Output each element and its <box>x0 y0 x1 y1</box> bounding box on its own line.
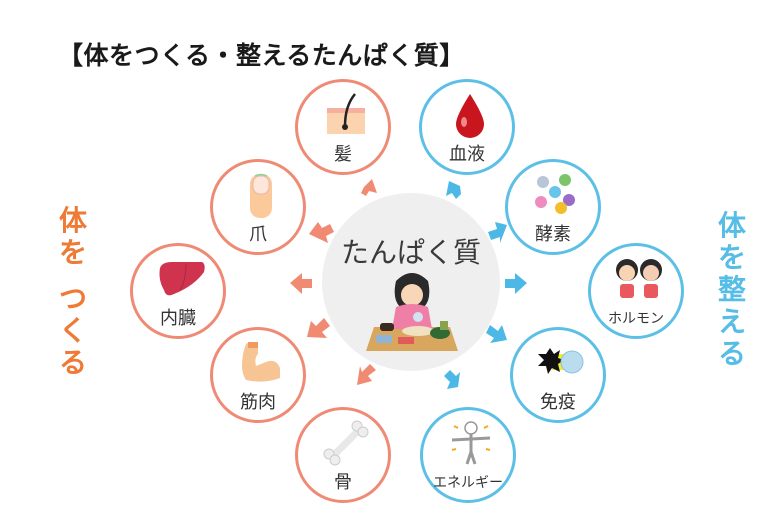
node-nail: 爪 <box>210 159 306 255</box>
node-label: 骨 <box>334 472 352 493</box>
label-char: 体 <box>717 209 746 242</box>
energetic-person-icon <box>451 421 491 465</box>
adjust-body-label: 体 を 整 え る <box>714 210 750 370</box>
node-hair: 髪 <box>295 79 391 175</box>
label-char: く <box>58 314 87 347</box>
build-body-label: 体 を つ く る <box>55 205 91 379</box>
label-char: 整 <box>717 273 746 306</box>
node-label: 免疫 <box>540 392 576 413</box>
node-label: 血液 <box>449 144 485 165</box>
label-char: つ <box>58 282 87 315</box>
immune-vs-germ-icon <box>538 348 584 374</box>
label-char: を <box>58 236 87 269</box>
liver-icon <box>159 262 205 296</box>
arrow-to-bone <box>357 364 376 385</box>
node-immunity: 免疫 <box>510 327 606 423</box>
label-char: る <box>717 337 746 370</box>
node-label: 内臓 <box>160 308 196 329</box>
node-label: 髪 <box>334 144 352 165</box>
label-gap <box>55 269 91 283</box>
label-char: を <box>717 241 746 274</box>
bone-icon <box>323 420 369 466</box>
arrow-to-immunity <box>486 325 507 343</box>
node-enzyme: 酵素 <box>505 159 601 255</box>
blood-drop-icon <box>456 94 484 138</box>
arrow-to-hair <box>361 179 377 196</box>
hair-follicle-icon <box>327 93 365 134</box>
node-energy: エネルギー <box>420 407 516 503</box>
node-label: 筋肉 <box>240 392 276 413</box>
node-label: ホルモン <box>608 311 664 327</box>
node-blood: 血液 <box>419 79 515 175</box>
two-women-icon <box>616 259 662 298</box>
node-label: 酵素 <box>535 224 571 245</box>
node-muscle: 筋肉 <box>210 327 306 423</box>
node-hormone: ホルモン <box>588 243 684 339</box>
protein-center-circle: たんぱく質 <box>322 193 500 371</box>
arrow-to-energy <box>444 370 460 389</box>
node-bone: 骨 <box>295 407 391 503</box>
woman-eating-meal-icon <box>366 273 458 351</box>
arrow-to-muscle <box>307 318 330 338</box>
label-char: る <box>58 346 87 379</box>
page-title: 【体をつくる・整えるたんぱく質】 <box>58 41 465 70</box>
arrow-to-organs <box>290 273 312 294</box>
label-char: え <box>717 305 746 338</box>
node-organs: 内臓 <box>130 243 226 339</box>
flexed-arm-icon <box>242 342 280 382</box>
arrow-to-hormone <box>505 273 527 294</box>
node-label: 爪 <box>249 224 267 245</box>
label-char: 体 <box>58 204 87 237</box>
fingernail-icon <box>250 173 272 218</box>
arrow-to-blood <box>446 181 461 199</box>
node-label: エネルギー <box>433 475 503 491</box>
enzyme-particles-icon <box>535 174 575 214</box>
center-title: たんぱく質 <box>340 236 481 269</box>
